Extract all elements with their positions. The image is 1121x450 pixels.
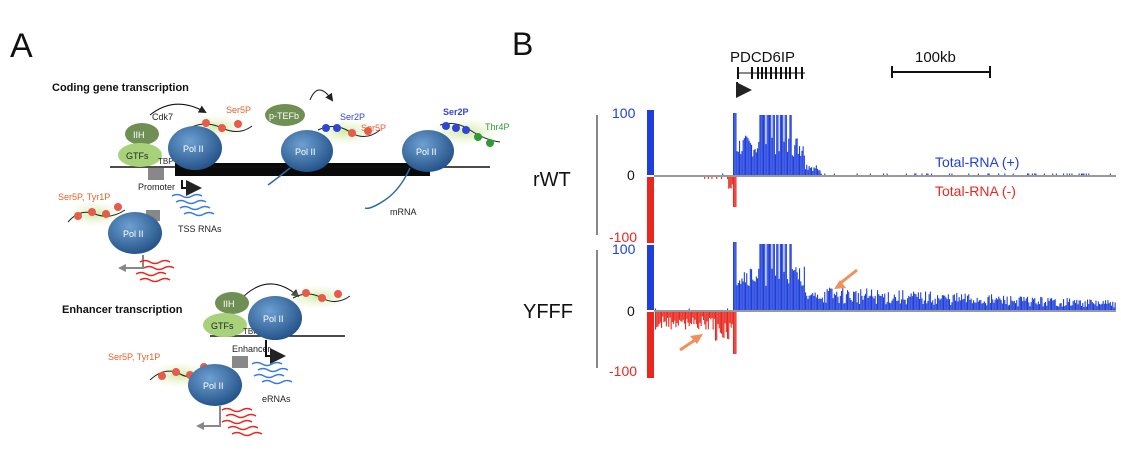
ernas-plus xyxy=(251,361,293,385)
antisense-arrowhead xyxy=(118,264,126,272)
ser5p-label-2: Ser5P xyxy=(361,123,386,133)
enhancer-label: Enhancer xyxy=(232,344,271,354)
ptefb-label: p-TEFb xyxy=(269,111,299,121)
legend-minus: Total-RNA (-) xyxy=(935,183,1016,199)
yfff-max-label: 100 xyxy=(612,241,636,257)
ser2p-ctd-glow-2 xyxy=(313,119,381,145)
polii-label-3: Pol II xyxy=(416,147,437,157)
rwt-minus-track xyxy=(704,177,737,207)
row-label-rwt: rWT xyxy=(533,169,571,191)
ser5p-label-1: Ser5P xyxy=(226,105,251,115)
row-label-yfff: YFFF xyxy=(523,301,573,323)
polii-elongating-2 xyxy=(402,130,454,172)
polii-enhancer xyxy=(248,296,302,340)
enhancer-gtfs-ellipse xyxy=(203,313,247,337)
antisense-arrow xyxy=(125,255,144,269)
tss-arrow xyxy=(181,180,202,196)
polii-label-4: Pol II xyxy=(123,229,144,239)
panel-a-label: A xyxy=(10,27,33,65)
polii-promoter xyxy=(168,126,222,170)
ptefb-arrow xyxy=(309,89,334,102)
ernas-label: eRNAs xyxy=(262,394,291,404)
mrna-strand xyxy=(364,167,411,210)
enhancer-antisense-arrowhead xyxy=(196,422,204,430)
gtfs-ellipse xyxy=(118,143,162,167)
enhancer-title: Enhancer transcription xyxy=(62,304,183,316)
polii-label-5: Pol II xyxy=(263,314,284,324)
rwt-minus-scale-bar xyxy=(647,177,654,243)
orange-arrow-minus-head xyxy=(690,334,703,344)
panel-a: A Coding gene transcription Ser5P Cdk7 I… xyxy=(10,27,510,437)
legend-plus: Total-RNA (+) xyxy=(935,154,1019,170)
polii-enhancer-antisense xyxy=(188,364,242,406)
antisense-tbp-block xyxy=(146,210,160,221)
gtfs-label: GTFs xyxy=(126,151,149,161)
polii-antisense xyxy=(108,212,162,254)
polii-elongating-1 xyxy=(281,130,333,172)
antisense-rnas xyxy=(135,259,175,283)
enhancer-iih-ellipse xyxy=(215,292,249,314)
antisense-ctd-glow xyxy=(65,201,126,227)
yfff-minus-scale-bar xyxy=(647,312,654,378)
gene-tss-arrow xyxy=(736,82,752,98)
ser5p-tyr1p-label-1: Ser5P, Tyr1P xyxy=(58,192,110,202)
polii-label-1: Pol II xyxy=(183,144,204,154)
panel-b-label: B xyxy=(512,26,533,62)
iih-ellipse xyxy=(125,123,159,145)
enhancer-tss-arrow xyxy=(265,340,286,364)
promoter-label: Promoter xyxy=(138,182,175,192)
orange-arrow-plus-head xyxy=(834,280,846,289)
rwt-max-label: 100 xyxy=(612,105,636,121)
polii-label-6: Pol II xyxy=(203,381,224,391)
cdk7-label: Cdk7 xyxy=(152,112,173,122)
enhancer-antisense-arrow xyxy=(203,406,221,427)
tbp-label: TBP xyxy=(158,157,174,166)
yfff-zero-label: 0 xyxy=(627,303,635,319)
tss-rnas-label: TSS RNAs xyxy=(178,224,222,234)
rwt-zero-label: 0 xyxy=(627,167,635,183)
enhancer-iih-label: IIH xyxy=(223,299,235,309)
enhancer-block xyxy=(232,356,248,368)
tss-rnas-plus xyxy=(171,193,215,217)
coding-title: Coding gene transcription xyxy=(52,82,189,94)
yfff-minus-track xyxy=(655,312,737,354)
iih-label: IIH xyxy=(133,130,145,140)
cdk7-arrow xyxy=(149,103,207,116)
enhancer-gtfs-label: GTFs xyxy=(211,321,234,331)
mrna-label: mRNA xyxy=(390,207,417,217)
tbp-block xyxy=(148,168,164,180)
enhancer-antisense-rnas xyxy=(221,407,263,437)
nascent-rna-1 xyxy=(267,167,291,186)
rwt-min-label: -100 xyxy=(609,229,637,245)
rwt-plus-scale-bar xyxy=(647,110,654,175)
gene-name: PDCD6IP xyxy=(730,49,795,66)
enhancer-ctd-glow xyxy=(286,285,351,309)
polii-label-2: Pol II xyxy=(295,147,316,157)
ptefb-ellipse xyxy=(265,104,305,126)
yfff-plus-scale-bar xyxy=(647,245,654,310)
ser2p-label-2: Ser2P xyxy=(443,107,469,117)
yfff-plus-track xyxy=(655,242,1116,310)
ser5p-tyr1p-label-2: Ser5P, Tyr1P xyxy=(108,352,160,362)
scale-label: 100kb xyxy=(915,49,956,66)
enhancer-tbp-label: TBP xyxy=(243,327,259,336)
thr4p-label: Thr4P xyxy=(485,122,510,132)
yfff-min-label: -100 xyxy=(609,363,637,379)
rwt-plus-track xyxy=(722,113,1111,175)
ser2p-label-1: Ser2P xyxy=(340,112,365,122)
gene-model xyxy=(737,67,805,79)
panel-b: B PDCD6IP 100kb rWT 100 0 xyxy=(512,26,1116,379)
